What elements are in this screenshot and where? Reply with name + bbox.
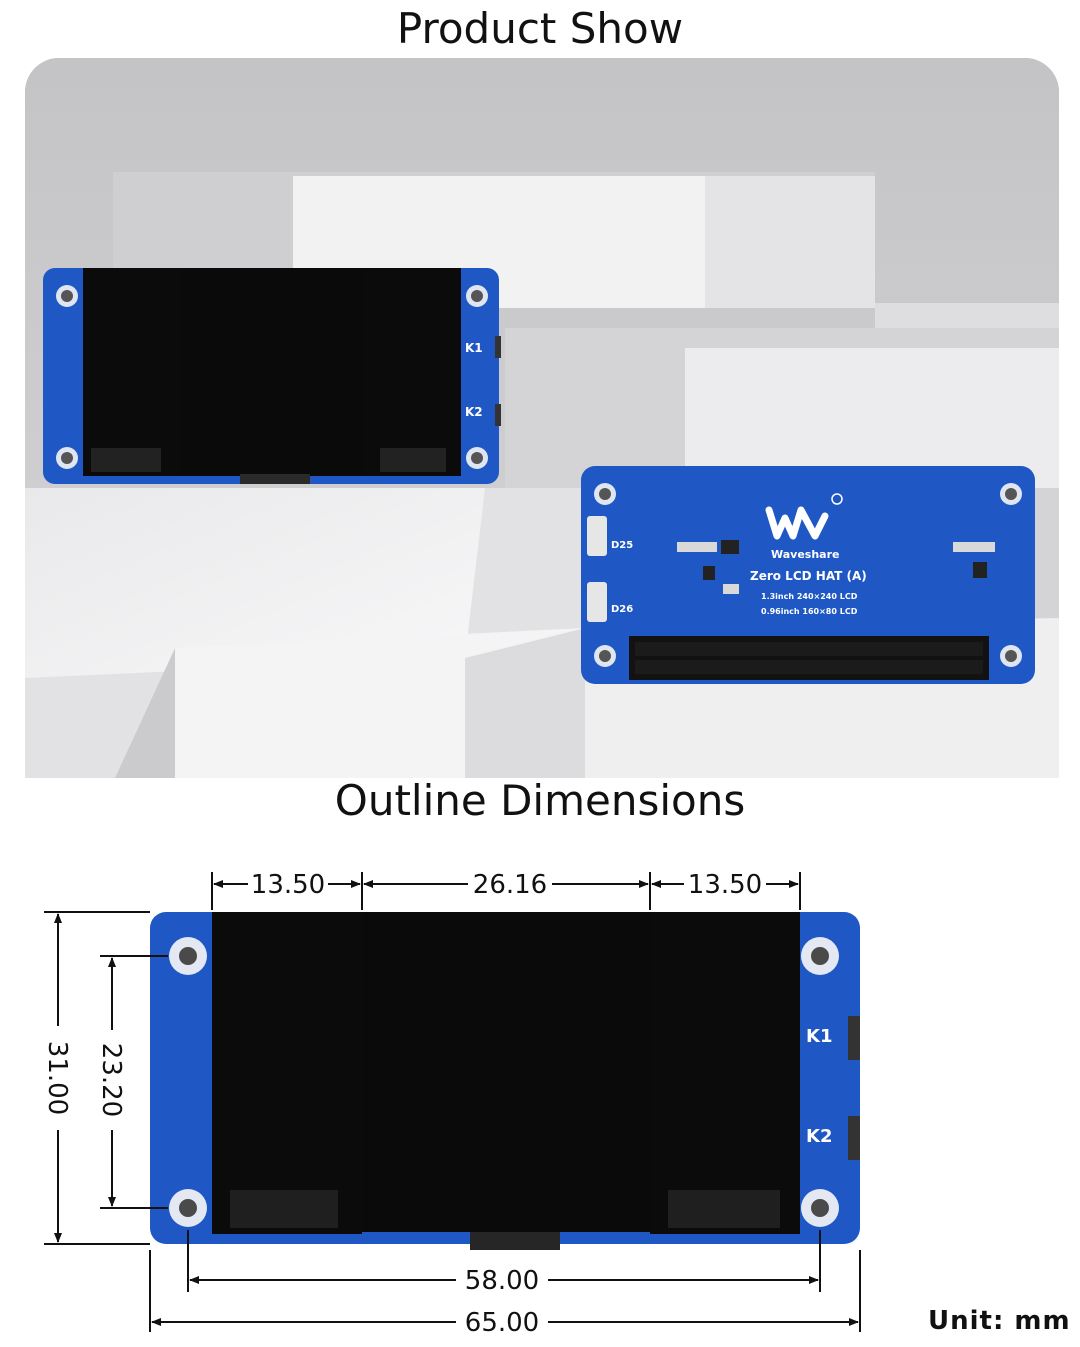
mounting-hole-icon — [466, 285, 488, 307]
waveshare-logo-icon — [765, 493, 843, 540]
dim-hole-horizontal-label: 58.00 — [465, 1266, 539, 1296]
mounting-hole-icon — [466, 447, 488, 469]
mounting-hole-icon — [169, 1189, 207, 1227]
dim-hole-vertical: 23.20 — [96, 957, 126, 1207]
spec-line-1: 1.3inch 240×240 LCD — [761, 592, 858, 601]
dim-left-screen-label: 13.50 — [251, 870, 325, 900]
dim-hole-vertical-label: 23.20 — [96, 1043, 126, 1117]
dim-total-height-label: 31.00 — [42, 1041, 72, 1115]
pin-header — [635, 642, 983, 674]
product-scene: K1 K2 — [25, 58, 1059, 778]
product-show-title: Product Show — [396, 4, 684, 53]
dimension-svg: K1 K2 13.50 26.16 — [42, 870, 861, 1338]
mounting-hole-icon — [594, 645, 616, 667]
dim-right-screen: 13.50 — [651, 870, 799, 900]
outline-dimensions-title: Outline Dimensions — [334, 776, 746, 825]
mounting-hole-icon — [1000, 483, 1022, 505]
dim-hole-horizontal: 58.00 — [189, 1266, 819, 1296]
mounting-hole-icon — [56, 447, 78, 469]
extension-lines — [44, 872, 861, 1332]
dim-total-width: 65.00 — [151, 1308, 859, 1338]
front-board: K1 K2 — [43, 268, 501, 484]
front-k2-label: K2 — [465, 405, 483, 419]
mounting-hole-icon — [801, 937, 839, 975]
pin-label-d25: D25 — [611, 540, 633, 551]
mounting-hole-icon — [56, 285, 78, 307]
front-k1-label: K1 — [465, 341, 483, 355]
dimension-board: K1 K2 — [150, 912, 860, 1250]
dim-center-screen-label: 26.16 — [473, 870, 547, 900]
product-name: Zero LCD HAT (A) — [750, 569, 867, 583]
mounting-hole-icon — [169, 937, 207, 975]
dim-total-width-label: 65.00 — [465, 1308, 539, 1338]
dim-total-height: 31.00 — [42, 913, 72, 1243]
dim-k2-label: K2 — [806, 1126, 832, 1147]
mounting-hole-icon — [801, 1189, 839, 1227]
pin-label-d26: D26 — [611, 604, 633, 615]
dim-right-screen-label: 13.50 — [688, 870, 762, 900]
product-photo: K1 K2 — [25, 58, 1059, 778]
back-board: Waveshare Zero LCD HAT (A) 1.3inch 240×2… — [581, 466, 1035, 684]
brand-name: Waveshare — [771, 548, 839, 561]
mounting-hole-icon — [594, 483, 616, 505]
dim-left-screen: 13.50 — [213, 870, 361, 900]
spec-line-2: 0.96inch 160×80 LCD — [761, 607, 858, 616]
dim-k1-label: K1 — [806, 1026, 832, 1047]
unit-label: Unit: mm — [928, 1306, 1071, 1336]
mounting-hole-icon — [1000, 645, 1022, 667]
dimension-drawing: K1 K2 13.50 26.16 — [0, 840, 1080, 1347]
dim-center-screen: 26.16 — [363, 870, 649, 900]
